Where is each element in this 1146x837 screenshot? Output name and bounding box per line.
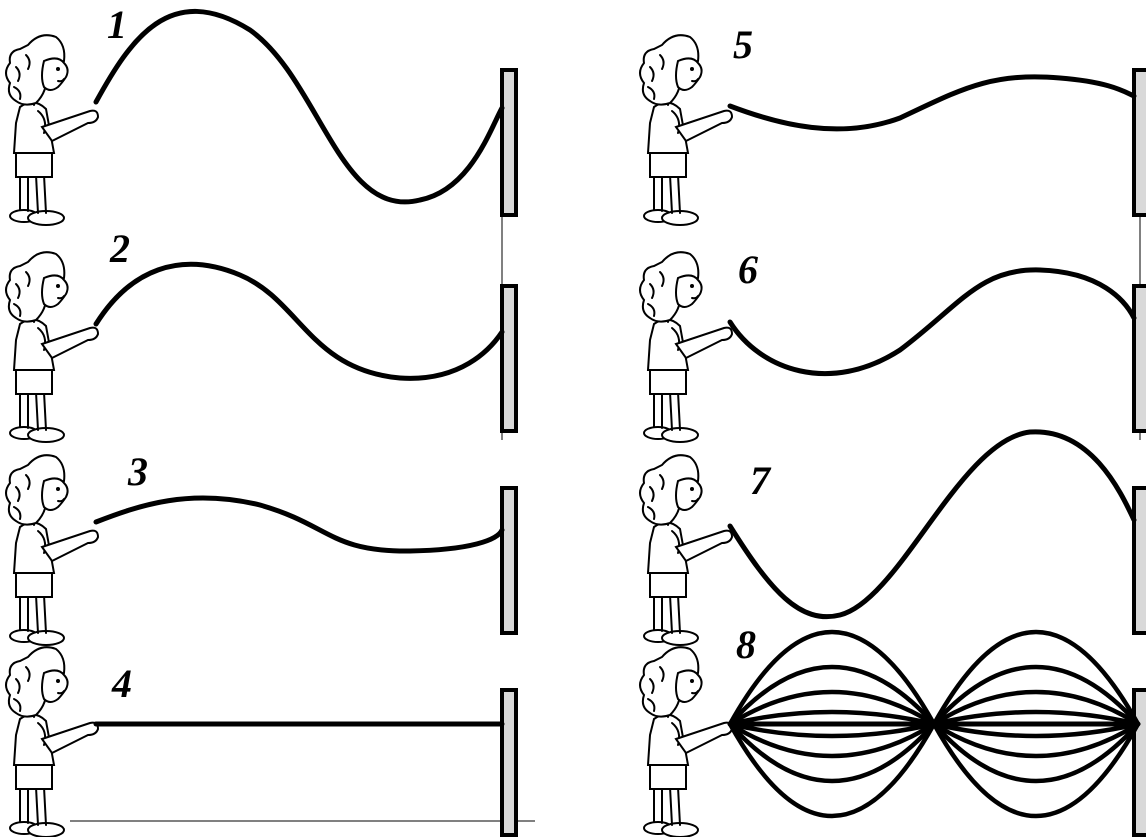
- girl-figure-icon: [639, 454, 733, 646]
- rope-wave: [727, 74, 1137, 132]
- girl-figure-icon: [5, 454, 99, 646]
- panel-label: 3: [127, 449, 148, 494]
- panel-label: 1: [107, 2, 127, 47]
- wall-icon: [1132, 688, 1146, 837]
- wall-icon: [1132, 68, 1146, 217]
- standing-wave-envelope: [727, 630, 1141, 818]
- girl-figure-icon: [5, 34, 99, 227]
- girl-figure-icon: [639, 34, 733, 227]
- panel-label: 7: [750, 458, 772, 503]
- panel-label: 8: [736, 622, 756, 667]
- girl-figure-icon: [639, 646, 733, 837]
- panel-5: 5: [639, 22, 1146, 227]
- panel-3: 3: [5, 449, 518, 646]
- panel-6: 6: [639, 247, 1146, 443]
- wall-icon: [500, 688, 518, 837]
- rope-wave: [727, 429, 1137, 620]
- panel-7: 7: [639, 429, 1146, 646]
- panel-label: 5: [733, 22, 753, 67]
- girl-figure-icon: [5, 646, 99, 837]
- wall-icon: [500, 486, 518, 635]
- panel-4: 4: [5, 646, 518, 837]
- panel-label: 4: [111, 661, 132, 706]
- rope-wave: [727, 267, 1137, 376]
- wall-icon: [500, 284, 518, 433]
- panel-label: 6: [738, 247, 758, 292]
- panel-1: 1: [5, 2, 518, 227]
- rope-wave: [93, 8, 505, 205]
- wall-icon: [1132, 284, 1146, 433]
- girl-figure-icon: [639, 251, 733, 443]
- wall-icon: [500, 68, 518, 217]
- rope-wave: [93, 495, 505, 554]
- rope-wave: [93, 261, 505, 381]
- panel-8: 8: [639, 622, 1146, 837]
- wall-icon: [1132, 486, 1146, 635]
- panel-2: 2: [5, 226, 518, 443]
- girl-figure-icon: [5, 251, 99, 443]
- panel-label: 2: [109, 226, 130, 271]
